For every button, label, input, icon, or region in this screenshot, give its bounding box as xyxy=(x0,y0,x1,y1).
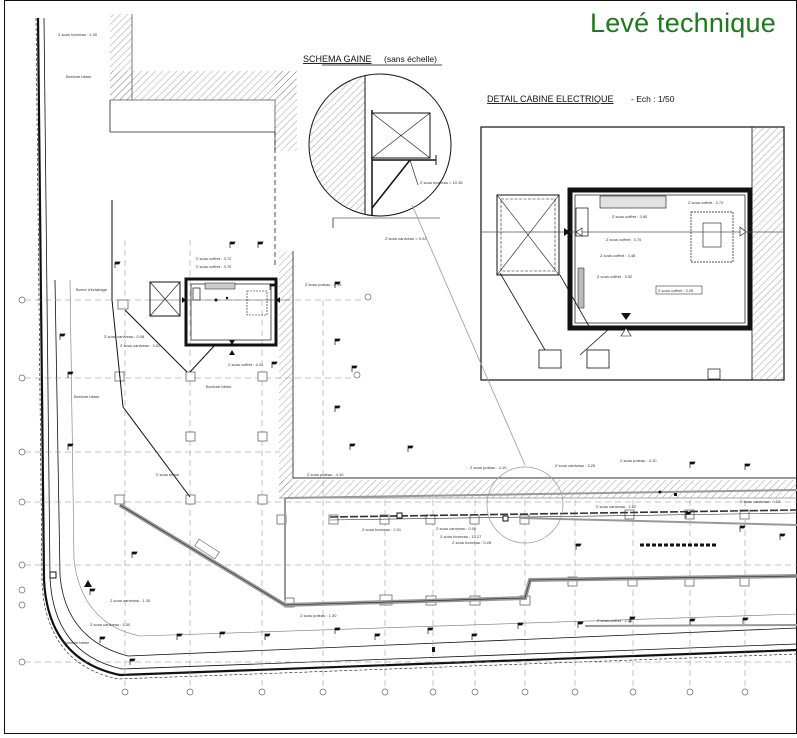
cabine-callout: Z sous coffret : 3.60 xyxy=(612,214,648,219)
schema-gaine-detail xyxy=(308,64,452,228)
plan-label: Z sous coffret : 3.72 xyxy=(196,256,232,261)
plan-diagonals xyxy=(111,200,216,498)
plan-label: Z sous poteau : 1.30 xyxy=(300,613,337,618)
plan-label: Z sous poteau : 4.15 xyxy=(305,282,342,287)
cabine-callout: Z sous coffret : 3.72 xyxy=(688,200,724,205)
lighting-symbols xyxy=(59,241,786,665)
detail-cabine-scale: - Ech : 1/50 xyxy=(631,94,675,104)
plan-label: Z sous caniveau : 2.62 xyxy=(596,504,637,509)
plan-labels: Z sous fourreau : 1.30 Bordure béton Z s… xyxy=(58,32,781,645)
plan-label: Borne d'éclairage xyxy=(76,287,108,292)
plan-label: Z sous coffret : 2.96 xyxy=(597,618,633,623)
plan-label: Z sous fourreau : 1.30 xyxy=(58,32,98,37)
plan-label: Bordure béton xyxy=(206,384,231,389)
plan-label: Bordure béton xyxy=(66,74,91,79)
plan-label: Z sous poteau : 4.10 xyxy=(470,465,507,470)
plan-label: Z sous fourreau : 2.91 xyxy=(362,527,402,532)
cabine-callout: Z sous coffret : 3.70 xyxy=(606,237,642,242)
plan-label: Z sous caniveau : 0.08 xyxy=(436,526,477,531)
plan-label: Z sous poteau : 4.10 xyxy=(620,458,657,463)
drawing-title: Levé technique xyxy=(590,8,776,38)
plan-label: Z sous fourreau : 10.27 xyxy=(440,534,482,539)
plan-label: Z sous caniveau : 0.13 xyxy=(740,499,781,504)
plan-label: Z sous caniveau : 1.30 xyxy=(110,598,151,603)
detail-leader-line xyxy=(411,204,526,466)
cabine-callout: Z sous coffret : 3.52 xyxy=(597,274,633,279)
plan-label: Z sous caniveau : 0.08 xyxy=(104,334,145,339)
plan-label: Z sous fourreau : 0.28 xyxy=(452,540,492,545)
plan-label: Z sous béton xyxy=(156,472,179,477)
plan-label: Z sous caniveau : 3.52 xyxy=(120,343,161,348)
plan-label: Z sous coffret : 4.01 xyxy=(228,362,264,367)
plan-label: Bordure béton xyxy=(64,640,89,645)
gaine-callout: Z sous fourreau = 10.36 xyxy=(420,180,463,185)
schema-gaine-heading: SCHEMA GAINE xyxy=(303,54,372,64)
gaine-callout: Z sous caniveau = 9.22 xyxy=(385,236,427,241)
survey-markers xyxy=(49,296,677,652)
cable-routes xyxy=(118,489,797,627)
schema-gaine-note: (sans échelle) xyxy=(384,54,437,64)
grid-markers xyxy=(18,293,749,696)
plan-label: Z sous coffret : 3.70 xyxy=(196,264,232,269)
plan-label: Z sous caniveau : 1.30 xyxy=(90,622,131,627)
detail-cabine-heading: DETAIL CABINE ELECTRIQUE xyxy=(487,94,614,104)
cabine-callout: Z sous coffret : 3.28 xyxy=(658,288,694,293)
cabine-callout: Z sous coffret : 3.48 xyxy=(600,253,636,258)
road-boundary xyxy=(35,17,797,680)
cabin-plan xyxy=(149,277,290,355)
building-walls xyxy=(109,14,797,499)
plan-label: Z sous poteau : 4.10 xyxy=(307,472,344,477)
detail-reference-circle xyxy=(486,466,564,544)
plan-label: Z sous caniveau : 3.25 xyxy=(555,463,596,468)
plan-label: Bordure béton xyxy=(74,394,99,399)
detail-cabine-box xyxy=(480,126,785,381)
